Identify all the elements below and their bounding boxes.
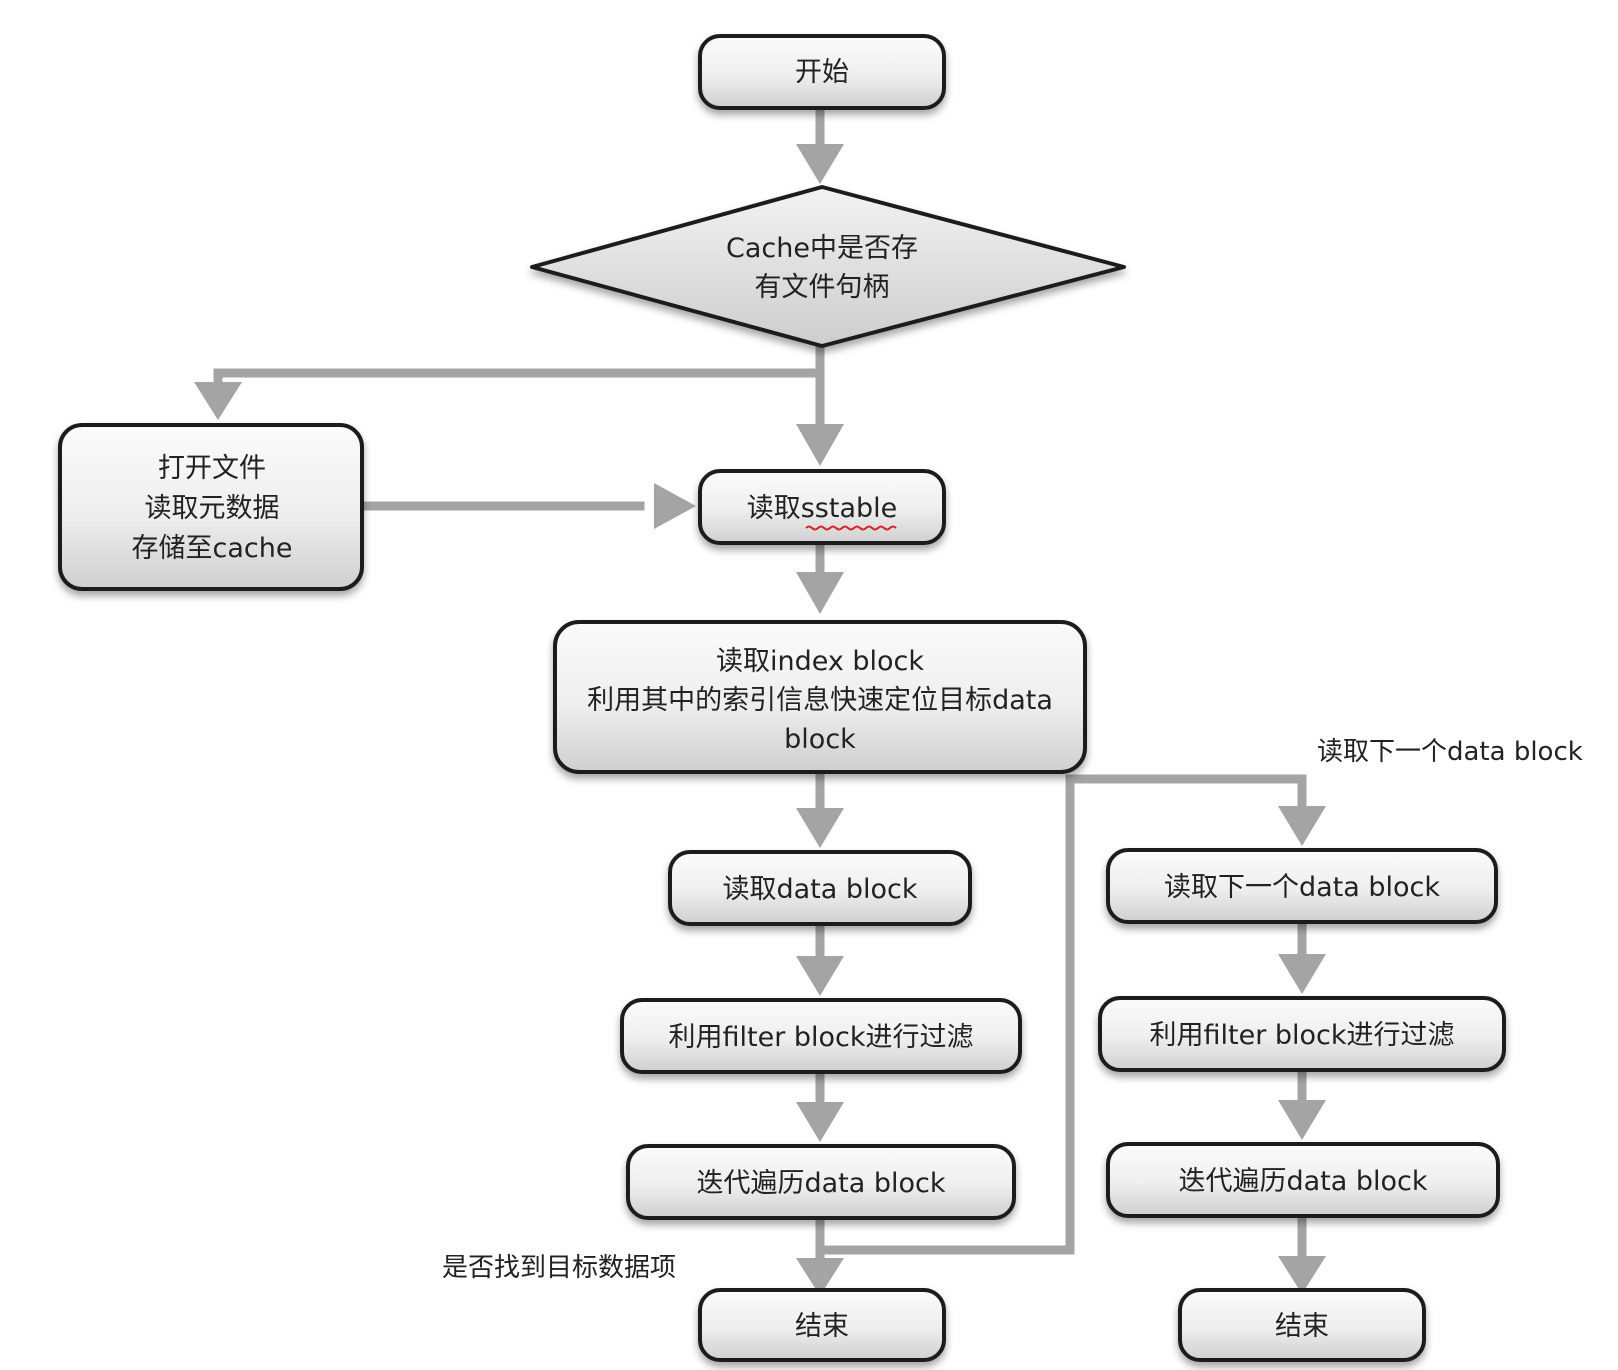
node-filter-left-label: 利用filter block进行过滤	[668, 1022, 973, 1053]
node-read-sstable-prefix: 读取	[747, 493, 801, 524]
node-index-label-3: block	[784, 724, 856, 755]
arrowhead-filter-right	[1278, 954, 1326, 994]
connector-loop-next-block	[815, 774, 1307, 1255]
connector-decision-open-file	[213, 345, 825, 391]
node-read-data-block-label: 读取data block	[722, 874, 917, 905]
arrowheads	[194, 144, 1326, 1296]
node-decision-label-1: Cache中是否存	[726, 233, 918, 264]
arrowhead-index	[796, 572, 844, 614]
arrowhead-sstable-side	[654, 483, 696, 529]
node-end-right[interactable]	[1178, 1288, 1426, 1362]
node-start-label: 开始	[795, 57, 849, 88]
node-open-file-label-1: 打开文件	[158, 453, 266, 484]
spellcheck-underline	[805, 525, 897, 531]
arrowhead-end-right	[1278, 1256, 1326, 1294]
node-start[interactable]	[698, 34, 946, 110]
connectors	[213, 107, 1307, 1267]
node-index-label-2: 利用其中的索引信息快速定位目标data	[587, 685, 1053, 716]
node-read-next-block-label: 读取下一个data block	[1164, 872, 1440, 903]
node-filter-left[interactable]	[620, 998, 1022, 1074]
arrowhead-iterate-right	[1278, 1100, 1326, 1140]
node-end-right-label: 结束	[1275, 1311, 1329, 1342]
node-iterate-right[interactable]	[1106, 1142, 1500, 1218]
node-filter-right-label: 利用filter block进行过滤	[1149, 1020, 1454, 1051]
node-read-data-block[interactable]	[668, 850, 972, 926]
node-iterate-right-label: 迭代遍历data block	[1178, 1166, 1427, 1197]
found-target-annotation: 是否找到目标数据项	[442, 1253, 676, 1283]
node-end-left[interactable]	[698, 1288, 946, 1362]
node-end-left-label: 结束	[795, 1311, 849, 1342]
arrowhead-end	[796, 1258, 844, 1296]
arrowhead-open-file	[194, 382, 242, 420]
node-open-file-label-2: 读取元数据	[145, 493, 280, 524]
node-read-next-block[interactable]	[1106, 848, 1498, 924]
node-read-sstable-label: 读取sstable	[747, 493, 898, 524]
node-filter-right[interactable]	[1098, 996, 1506, 1072]
node-index-block[interactable]	[553, 620, 1087, 774]
arrowhead-next-block	[1278, 806, 1326, 846]
node-iterate-left-label: 迭代遍历data block	[696, 1168, 945, 1199]
node-iterate-left[interactable]	[626, 1144, 1016, 1220]
node-decision[interactable]	[530, 185, 1126, 348]
node-open-file[interactable]	[58, 423, 364, 591]
next-block-annotation: 读取下一个data block	[1317, 737, 1583, 767]
arrowhead-data-block	[796, 808, 844, 848]
arrowhead-sstable	[796, 424, 844, 466]
arrowhead-decision	[796, 144, 844, 184]
node-decision-label-2: 有文件句柄	[755, 272, 890, 303]
arrowhead-iterate	[796, 1102, 844, 1142]
node-index-label-1: 读取index block	[716, 646, 924, 677]
node-read-sstable-word: sstable	[801, 493, 898, 524]
node-read-sstable[interactable]	[698, 469, 946, 545]
node-open-file-label-3: 存储至cache	[132, 533, 293, 564]
arrowhead-filter	[796, 956, 844, 996]
